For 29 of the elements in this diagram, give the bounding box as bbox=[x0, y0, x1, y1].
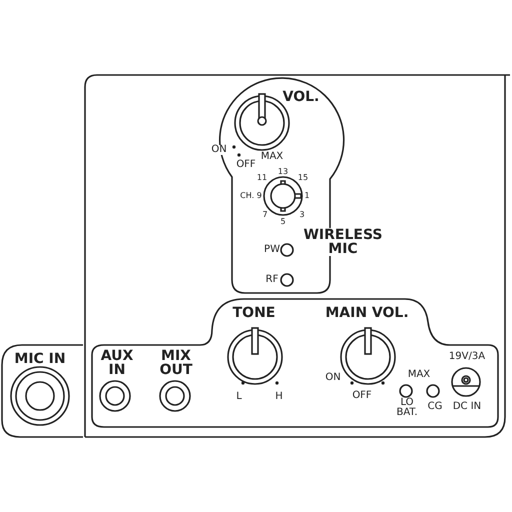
panel-label: OFF bbox=[236, 160, 256, 170]
panel-label: ON bbox=[210, 145, 228, 155]
panel-label: RF bbox=[266, 275, 278, 285]
panel-label: MAX bbox=[260, 152, 284, 162]
panel-label: 7 bbox=[262, 211, 268, 219]
panel-label: PW bbox=[264, 245, 280, 255]
panel-label: TONE bbox=[232, 306, 276, 320]
panel-label: 3 bbox=[299, 211, 305, 219]
panel-label: MIC IN bbox=[14, 352, 66, 366]
panel-label: VOL. bbox=[282, 90, 320, 104]
panel-label: MAIN VOL. bbox=[325, 306, 409, 320]
panel-label: ON bbox=[325, 373, 341, 383]
panel-label: MIX OUT bbox=[158, 349, 194, 377]
panel-label: 15 bbox=[298, 174, 308, 182]
panel-label: OFF bbox=[352, 391, 372, 401]
panel-label: CH. 9 bbox=[240, 192, 262, 200]
panel-label: L bbox=[236, 392, 242, 402]
panel-label: 11 bbox=[256, 174, 268, 182]
panel-label: LO BAT. bbox=[395, 398, 419, 418]
panel-label: 1 bbox=[304, 192, 310, 200]
panel-label: H bbox=[275, 392, 283, 402]
panel-label: CG bbox=[428, 402, 442, 412]
panel-label: AUX IN bbox=[100, 349, 134, 377]
panel-label: MAX bbox=[408, 370, 430, 380]
panel-label: WIRELESS MIC bbox=[302, 228, 384, 256]
panel-label: DC IN bbox=[452, 402, 482, 412]
panel-label: 13 bbox=[278, 168, 288, 176]
panel-label: 19V/3A bbox=[448, 352, 486, 362]
panel-label: 5 bbox=[280, 218, 286, 226]
